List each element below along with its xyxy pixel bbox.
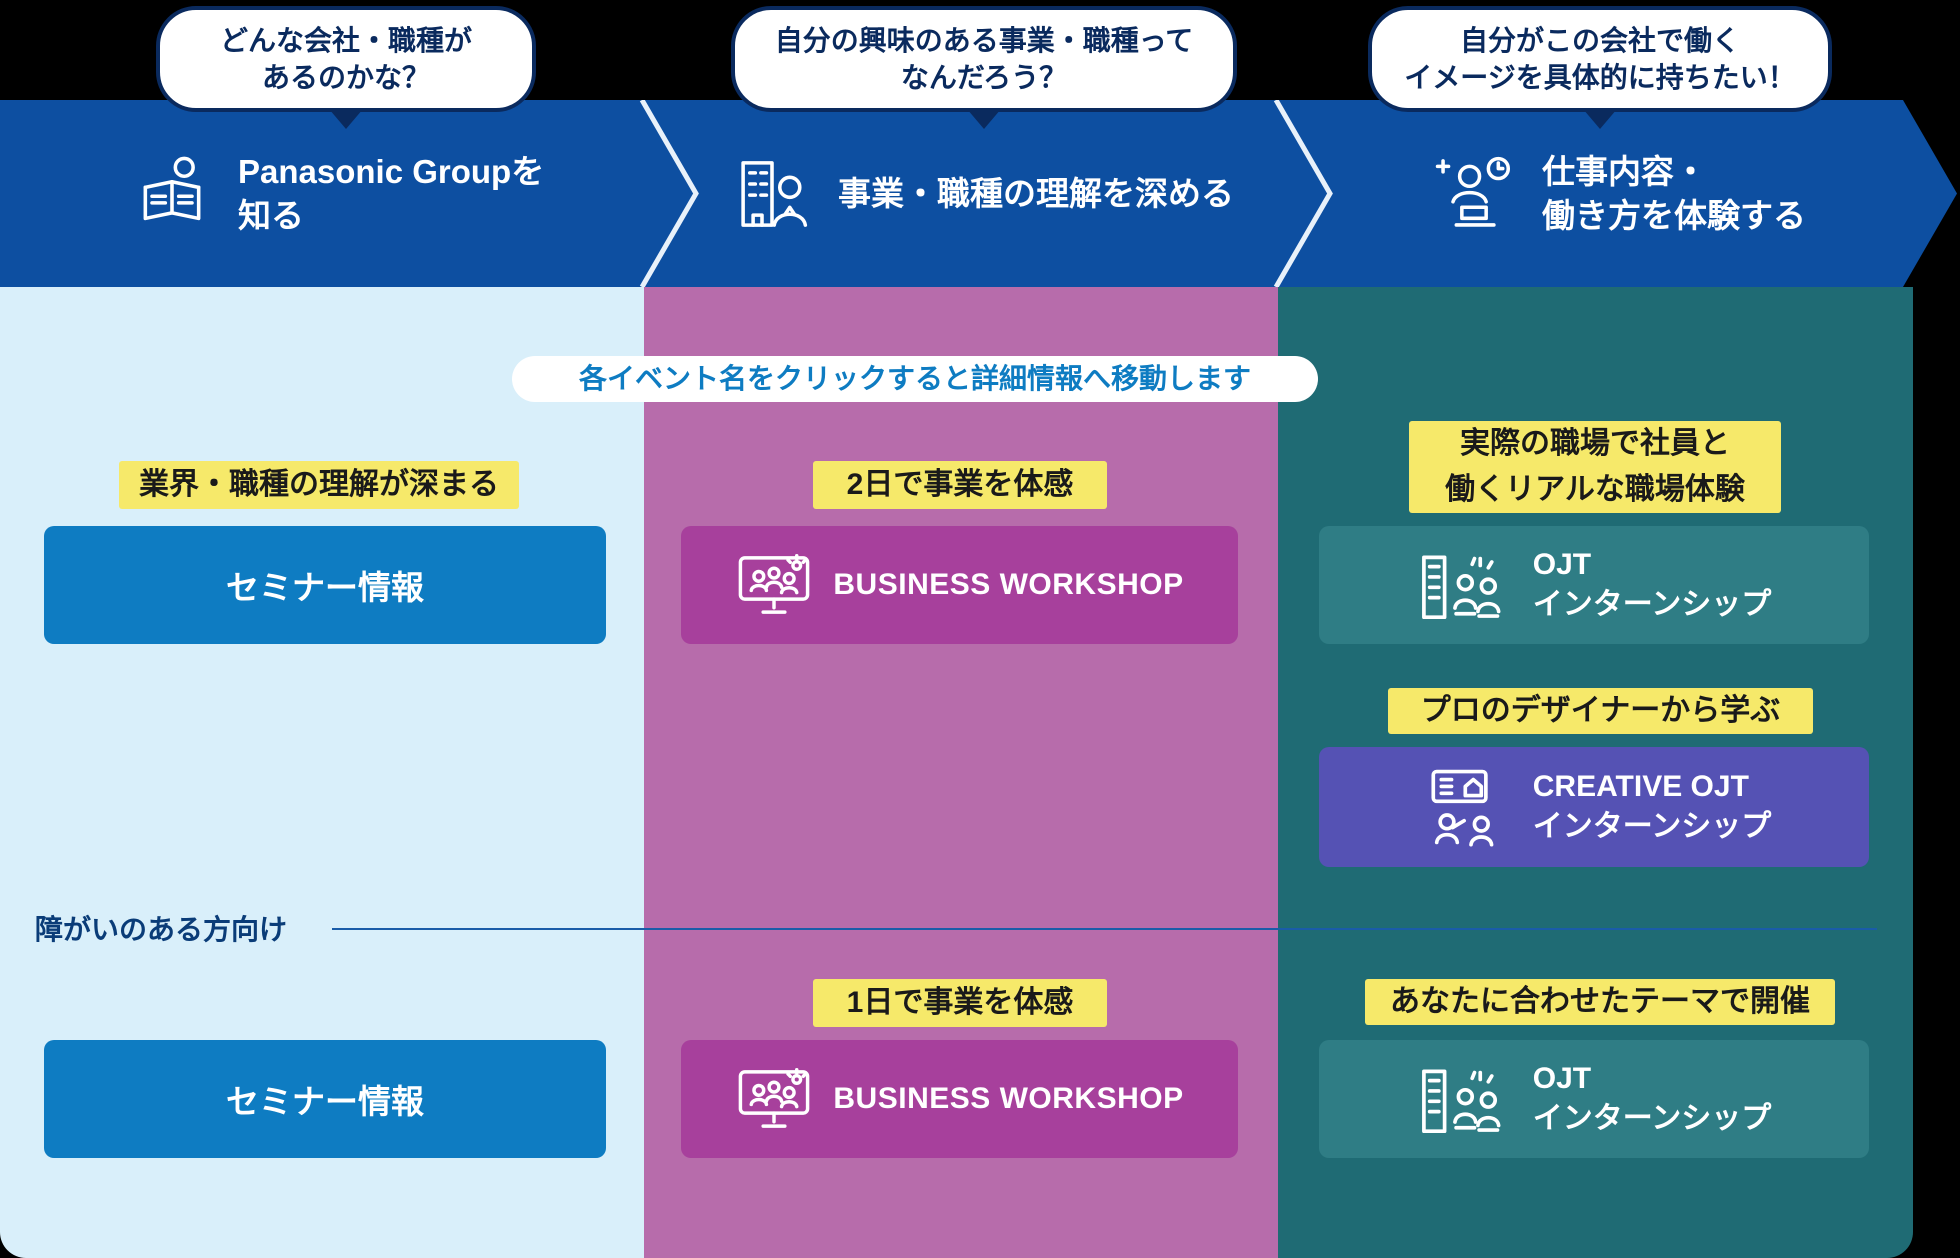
button-label-line: OJT — [1532, 548, 1592, 581]
highlight-line: 働くリアルな職場体験 — [1445, 473, 1745, 506]
seminar-info-button-1[interactable]: セミナー情報 — [44, 526, 606, 644]
highlight-ojt-real: 実際の職場で社員と 働くリアルな職場体験 — [1409, 421, 1781, 513]
header-arrow-band — [0, 100, 1957, 287]
step-title-line: Panasonic Groupを — [238, 152, 545, 190]
bubble-line: あるのかな？ — [261, 62, 430, 93]
highlight-ojt-theme: あなたに合わせたテーマで開催 — [1365, 979, 1835, 1025]
bubble-line: なんだろう？ — [900, 62, 1068, 93]
step-title: Panasonic Groupを 知る — [238, 150, 544, 238]
step-title-line: 働き方を体験する — [1542, 196, 1806, 234]
step-understand-business: 事業・職種の理解を深める — [732, 100, 1262, 287]
highlight-workshop-1day: 1日で事業を体感 — [813, 979, 1107, 1027]
speech-bubble-experience: 自分がこの会社で働く イメージを具体的に持ちたい！ — [1368, 6, 1832, 112]
step-title: 仕事内容・ 働き方を体験する — [1542, 150, 1806, 238]
button-label-line: インターンシップ — [1532, 1102, 1772, 1135]
bubble-line: イメージを具体的に持ちたい！ — [1404, 62, 1796, 93]
person-reading-book-icon — [143, 156, 201, 220]
building-people-icon — [1421, 1069, 1501, 1134]
button-label: OJT インターンシップ — [1533, 545, 1772, 625]
button-label: OJT インターンシップ — [1533, 1059, 1772, 1139]
step-experience-work: 仕事内容・ 働き方を体験する — [1432, 100, 1932, 287]
disability-section-divider — [332, 928, 1877, 930]
step-title-line: 事業・職種の理解を深める — [838, 174, 1234, 212]
highlight-creative-ojt: プロのデザイナーから学ぶ — [1388, 688, 1813, 734]
building-people-icon — [1421, 555, 1501, 620]
highlight-line: 実際の職場で社員と — [1460, 427, 1730, 460]
ojt-internship-button-2[interactable]: OJT インターンシップ — [1319, 1040, 1869, 1158]
business-workshop-button-2[interactable]: BUSINESS WORKSHOP — [681, 1040, 1238, 1158]
button-label-line: CREATIVE OJT — [1532, 770, 1749, 803]
board-people-icon — [1431, 769, 1494, 847]
bubble-line: 自分がこの会社で働く — [1459, 25, 1740, 56]
disability-section-label: 障がいのある方向け — [35, 914, 288, 945]
step-title: 事業・職種の理解を深める — [838, 172, 1234, 216]
button-label: CREATIVE OJT インターンシップ — [1533, 767, 1772, 847]
highlight-know: 業界・職種の理解が深まる — [119, 461, 519, 509]
creative-ojt-internship-button[interactable]: CREATIVE OJT インターンシップ — [1319, 747, 1869, 867]
monitor-people-icon — [739, 1068, 810, 1128]
business-workshop-button-1[interactable]: BUSINESS WORKSHOP — [681, 526, 1238, 644]
seminar-info-button-2[interactable]: セミナー情報 — [44, 1040, 606, 1158]
step-title-line: 知る — [238, 196, 304, 234]
speech-bubble-know: どんな会社・職種が あるのかな？ — [156, 6, 536, 112]
highlight-workshop-2day: 2日で事業を体感 — [813, 461, 1107, 509]
ojt-internship-button-1[interactable]: OJT インターンシップ — [1319, 526, 1869, 644]
person-clock-laptop-icon — [1435, 156, 1511, 227]
step-know-panasonic: Panasonic Groupを 知る — [132, 100, 612, 287]
button-label-line: OJT — [1532, 1062, 1592, 1095]
button-label: BUSINESS WORKSHOP — [833, 1082, 1184, 1115]
bubble-line: どんな会社・職種が — [219, 25, 472, 56]
button-label-line: インターンシップ — [1532, 810, 1772, 843]
monitor-people-icon — [739, 554, 810, 614]
building-person-icon — [741, 160, 808, 227]
step-title-line: 仕事内容・ — [1542, 152, 1707, 190]
click-info-pill: 各イベント名をクリックすると詳細情報へ移動します — [512, 356, 1318, 402]
speech-bubble-understand: 自分の興味のある事業・職種って なんだろう？ — [731, 6, 1237, 112]
button-label-line: インターンシップ — [1532, 588, 1772, 621]
bubble-line: 自分の興味のある事業・職種って — [774, 25, 1194, 56]
button-label: BUSINESS WORKSHOP — [833, 568, 1184, 601]
